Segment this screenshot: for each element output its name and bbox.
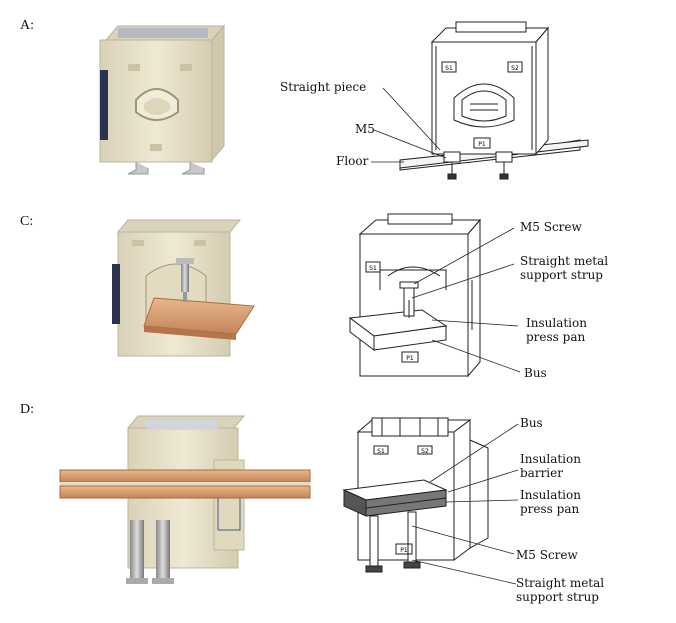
terminal-a-s1: S1 [445, 65, 453, 72]
leaders-c [411, 227, 521, 373]
drawing-c-transformer [348, 213, 482, 378]
callout-support-strup-c: Straight metal support strup [520, 254, 609, 282]
callout-press-pan-c: Insulation press pan [526, 316, 587, 344]
photo-c-transformer [112, 219, 255, 357]
callout-m5-screw-c: M5 Screw [520, 220, 582, 234]
callout-bus-d: Bus [520, 416, 543, 430]
photo-a-transformer [99, 24, 226, 175]
callout-support-strup-d: Straight metal support strup [516, 576, 605, 604]
section-label-d: D: [20, 402, 34, 417]
section-label-c: C: [20, 214, 34, 229]
callout-bus-c: Bus [524, 366, 547, 380]
callout-m5: M5 [355, 122, 375, 136]
drawing-a-transformer [399, 21, 589, 180]
photo-d-transformer [59, 415, 311, 584]
terminal-a-p1: P1 [478, 141, 486, 148]
callout-press-pan-d: Insulation press pan [520, 488, 581, 516]
callout-floor: Floor [336, 154, 369, 168]
callout-insulation-barrier-d: Insulation barrier [520, 452, 581, 480]
terminal-d-p1: P1 [400, 547, 408, 554]
terminal-d-s2: S2 [421, 448, 429, 455]
leaders-a [371, 87, 447, 163]
leaders-d [411, 423, 519, 585]
terminal-c-s1: S1 [369, 265, 377, 272]
terminal-a-s2: S2 [511, 65, 519, 72]
terminal-d-s1: S1 [377, 448, 385, 455]
callout-straight-piece: Straight piece [280, 80, 367, 94]
drawing-d-transformer [342, 417, 489, 573]
callout-m5-screw-d: M5 Screw [516, 548, 578, 562]
section-label-a: A: [20, 18, 34, 33]
terminal-c-p1: P1 [406, 355, 414, 362]
